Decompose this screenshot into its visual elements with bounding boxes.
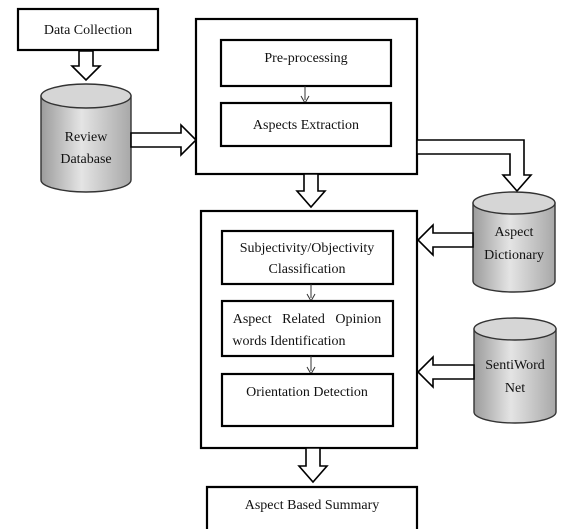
aspects-extraction-box: Aspects Extraction bbox=[219, 101, 393, 148]
opinion-words-label-1: Aspect Related Opinion bbox=[233, 312, 382, 327]
aspect-dictionary-label-2: Dictionary bbox=[484, 248, 544, 263]
review-database-label-2: Database bbox=[60, 152, 111, 167]
aspect-based-summary-box: Aspect Based Summary bbox=[205, 485, 419, 529]
arrow-orientation-to-summary bbox=[297, 447, 329, 484]
preprocessing-label: Pre-processing bbox=[264, 51, 347, 66]
orientation-detection-box: Orientation Detection bbox=[220, 372, 395, 428]
review-database-cylinder: Review Database bbox=[40, 83, 132, 193]
arrow-dictionary-to-classification bbox=[416, 223, 474, 257]
arrow-extraction-to-classification bbox=[295, 173, 327, 209]
arrow-extraction-to-dictionary bbox=[416, 139, 533, 193]
arrow-collection-to-database bbox=[70, 50, 102, 82]
aspect-dictionary-cylinder: Aspect Dictionary bbox=[472, 191, 556, 293]
opinion-words-identification-box: Aspect Related Opinion words Identificat… bbox=[220, 299, 395, 358]
preprocessing-box: Pre-processing bbox=[219, 38, 393, 88]
subjectivity-label-1: Subjectivity/Objectivity bbox=[240, 241, 375, 256]
sentiword-label-2: Net bbox=[505, 381, 525, 396]
aspects-extraction-label: Aspects Extraction bbox=[253, 118, 359, 133]
subjectivity-classification-box: Subjectivity/Objectivity Classification bbox=[220, 229, 395, 286]
aspect-dictionary-label-1: Aspect bbox=[495, 225, 534, 240]
data-collection-label: Data Collection bbox=[44, 23, 132, 38]
sentiword-label-1: SentiWord bbox=[485, 358, 545, 373]
data-collection-box: Data Collection bbox=[16, 7, 160, 52]
aspect-based-summary-label: Aspect Based Summary bbox=[245, 498, 380, 513]
subjectivity-label-2: Classification bbox=[269, 262, 346, 277]
arrow-database-to-extraction bbox=[130, 123, 198, 157]
arrow-sentiword-to-orientation bbox=[416, 355, 475, 389]
review-database-label-1: Review bbox=[65, 130, 109, 145]
sentiword-net-cylinder: SentiWord Net bbox=[473, 317, 557, 424]
opinion-words-label-2: words Identification bbox=[232, 334, 345, 349]
orientation-detection-label: Orientation Detection bbox=[246, 385, 368, 400]
